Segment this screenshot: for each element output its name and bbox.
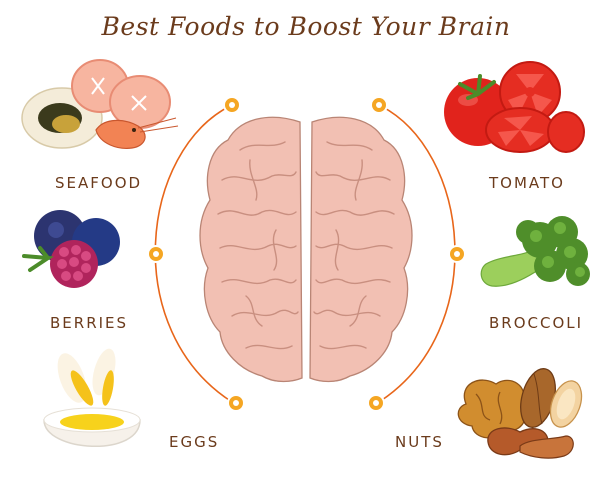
left-connector-arc: [154, 104, 233, 403]
right-connector-arc: [378, 104, 456, 403]
label-nuts: NUTS: [395, 433, 444, 451]
label-tomato: TOMATO: [489, 174, 565, 192]
nuts-icon: [457, 368, 583, 459]
berries-icon: [22, 210, 120, 288]
label-eggs: EGGS: [169, 433, 220, 451]
label-seafood: SEAFOOD: [55, 174, 143, 192]
brain-icon: [199, 116, 413, 383]
broccoli-icon: [480, 216, 590, 287]
label-broccoli: BROCCOLI: [489, 314, 584, 332]
seafood-icon: [21, 59, 179, 149]
page-title: Best Foods to Boost Your Brain: [101, 12, 511, 41]
connector-dots: [147, 96, 466, 412]
label-berries: BERRIES: [50, 314, 129, 332]
eggs-icon: [43, 348, 141, 448]
tomato-icon: [444, 61, 585, 153]
